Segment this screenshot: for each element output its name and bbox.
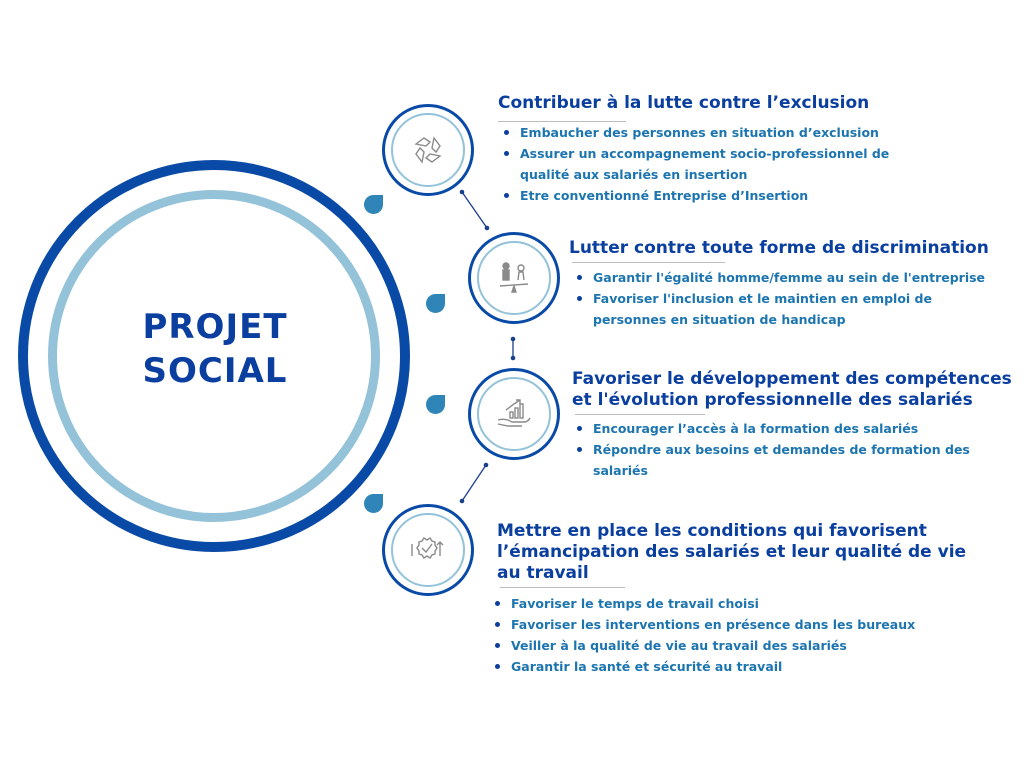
section-4-heading-line: Mettre en place les conditions qui favor… bbox=[497, 521, 927, 541]
quality-badge-icon bbox=[411, 537, 444, 559]
node-3-ring bbox=[477, 377, 551, 451]
list-item: Embaucher des personnes en situation d’e… bbox=[500, 122, 889, 143]
droplet-3 bbox=[426, 395, 445, 414]
section-2-underline bbox=[572, 262, 725, 263]
list-item-continuation: personnes en situation de handicap bbox=[593, 312, 846, 327]
connector-1-2 bbox=[461, 191, 488, 229]
section-3-heading-line: Favoriser le développement des compétenc… bbox=[572, 369, 1012, 389]
center-title-line2: SOCIAL bbox=[142, 351, 288, 391]
node-4 bbox=[382, 504, 474, 596]
connector-3-4 bbox=[461, 464, 487, 502]
node-3 bbox=[468, 368, 560, 460]
node-1-ring bbox=[391, 113, 465, 187]
list-item: Assurer un accompagnement socio-professi… bbox=[500, 143, 889, 164]
list-item: Favoriser le temps de travail choisi bbox=[491, 593, 915, 614]
connector-dot bbox=[510, 355, 516, 361]
section-4-list: Favoriser le temps de travail choisi Fav… bbox=[491, 593, 915, 677]
section-3-list: Encourager l’accès à la formation des sa… bbox=[573, 418, 970, 481]
node-4-ring bbox=[391, 513, 465, 587]
center-title-line1: PROJET bbox=[142, 307, 288, 347]
section-1-underline bbox=[498, 121, 626, 122]
list-item: Favoriser l'inclusion et le maintien en … bbox=[573, 288, 985, 309]
list-item: Répondre aux besoins et demandes de form… bbox=[573, 439, 970, 460]
list-item-continuation: salariés bbox=[593, 463, 648, 478]
list-item: Garantir l'égalité homme/femme au sein d… bbox=[573, 267, 985, 288]
node-1 bbox=[382, 104, 474, 196]
section-4-heading: Mettre en place les conditions qui favor… bbox=[497, 521, 966, 584]
droplet-4 bbox=[364, 494, 383, 513]
connector-dot bbox=[459, 189, 465, 195]
section-1-heading: Contribuer à la lutte contre l’exclusion bbox=[498, 93, 869, 114]
growth-chart-hand-icon bbox=[497, 399, 531, 427]
section-3-heading-line: et l'évolution professionnelle des salar… bbox=[572, 390, 973, 410]
droplet-2 bbox=[426, 294, 445, 313]
node-2-ring bbox=[477, 241, 551, 315]
list-item: Veiller à la qualité de vie au travail d… bbox=[491, 635, 915, 656]
section-3-underline bbox=[575, 414, 705, 415]
center-title: PROJET SOCIAL bbox=[100, 305, 330, 393]
connector-dot bbox=[459, 498, 465, 504]
list-item: Encourager l’accès à la formation des sa… bbox=[573, 418, 970, 439]
connector-dot bbox=[484, 225, 490, 231]
list-item-continuation: qualité aux salariés en insertion bbox=[520, 167, 748, 182]
list-item: Favoriser les interventions en présence … bbox=[491, 614, 915, 635]
section-2-heading-line: Lutter contre toute forme de discriminat… bbox=[569, 238, 989, 258]
section-1-heading-line: Contribuer à la lutte contre l’exclusion bbox=[498, 93, 870, 113]
droplet-1 bbox=[364, 195, 383, 214]
main-circle-inner bbox=[48, 190, 380, 522]
main-circle-outer bbox=[18, 160, 410, 552]
section-4-heading-line: l’émancipation des salariés et leur qual… bbox=[497, 542, 967, 562]
section-2-list: Garantir l'égalité homme/femme au sein d… bbox=[573, 267, 985, 330]
connector-dot bbox=[483, 462, 489, 468]
node-2 bbox=[468, 232, 560, 324]
hands-circle-icon bbox=[414, 136, 442, 164]
section-3-heading: Favoriser le développement des compétenc… bbox=[572, 369, 1012, 411]
section-1-list: Embaucher des personnes en situation d’e… bbox=[500, 122, 889, 206]
section-4-underline bbox=[500, 587, 625, 588]
equality-balance-icon bbox=[499, 262, 529, 293]
section-2-heading: Lutter contre toute forme de discriminat… bbox=[569, 238, 989, 259]
section-4-heading-line: au travail bbox=[497, 563, 589, 583]
connector-dot bbox=[510, 336, 516, 342]
list-item: Garantir la santé et sécurité au travail bbox=[491, 656, 915, 677]
list-item: Etre conventionné Entreprise d’Insertion bbox=[500, 185, 889, 206]
